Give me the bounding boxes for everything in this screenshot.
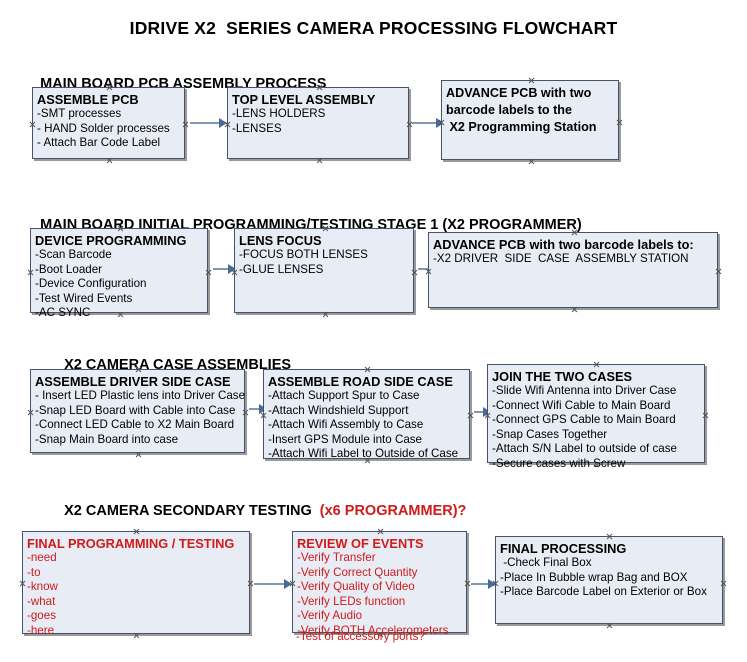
box-title: FINAL PROGRAMMING / TESTING [27, 536, 235, 551]
box-line: - HAND Solder processes [37, 121, 170, 135]
box-line: -SMT processes [37, 107, 122, 120]
box-assemble-road-side-case[interactable]: ASSEMBLE ROAD SIDE CASE -Attach Support … [263, 369, 470, 461]
box-line: -Verify Transfer [297, 551, 376, 564]
box-advance-pcb-to-programming-station[interactable]: ADVANCE PCB with two barcode labels to t… [441, 80, 619, 160]
connector-arrow-device-to-lens-focus [213, 268, 231, 270]
box-device-programming[interactable]: DEVICE PROGRAMMING -Scan Barcode -Boot L… [30, 228, 208, 319]
box-line: -Snap Main Board into case [35, 432, 179, 446]
box-assemble-driver-side-case[interactable]: ASSEMBLE DRIVER SIDE CASE - Insert LED P… [30, 369, 245, 453]
section-heading-text: X2 CAMERA SECONDARY TESTING [64, 503, 316, 519]
box-line: -Snap Cases Together [492, 427, 608, 441]
box-line: -Scan Barcode [35, 248, 112, 261]
arrowhead-icon [228, 264, 236, 274]
box-final-programming-testing[interactable]: FINAL PROGRAMMING / TESTING -need -to -k… [22, 531, 250, 637]
box-line: -Check Final Box [500, 556, 592, 569]
box-line: -goes [27, 609, 57, 623]
box-line: - Attach Bar Code Label [37, 136, 161, 150]
box-join-the-two-cases[interactable]: JOIN THE TWO CASES -Slide Wifi Antenna i… [487, 364, 705, 470]
connector-arrow-review-to-final-processing [471, 583, 491, 585]
connector-arrow-lens-focus-to-advance [418, 268, 435, 270]
box-top-level-assembly[interactable]: TOP LEVEL ASSEMBLY -LENS HOLDERS -LENSES [227, 87, 409, 159]
connection-handle-right[interactable] [715, 268, 722, 275]
connection-handle-bottom[interactable] [322, 311, 329, 318]
box-title: ASSEMBLE ROAD SIDE CASE [268, 374, 453, 389]
connection-handle-bottom[interactable] [135, 451, 142, 458]
box-line: barcode labels to the [446, 103, 572, 117]
connector-arrow-assemble-to-top-level [190, 122, 223, 124]
box-line: -here [27, 623, 55, 637]
box-lens-focus[interactable]: LENS FOCUS -FOCUS BOTH LENSES -GLUE LENS… [234, 228, 414, 313]
box-line: -Connect GPS Cable to Main Board [492, 413, 676, 427]
box-line: -Slide Wifi Antenna into Driver Case [492, 384, 677, 397]
box-assemble-pcb[interactable]: ASSEMBLE PCB -SMT processes - HAND Solde… [32, 87, 185, 159]
box-title: TOP LEVEL ASSEMBLY [232, 92, 376, 107]
arrowhead-icon [436, 118, 444, 128]
box-line: -Verify Audio [297, 609, 363, 623]
arrowhead-icon [219, 118, 227, 128]
box-line: -Connect LED Cable to X2 Main Board [35, 418, 235, 432]
arrowhead-icon [488, 579, 496, 589]
box-title: ADVANCE PCB with two barcode labels to: [433, 237, 694, 252]
page-title: IDRIVE X2 SERIES CAMERA PROCESSING FLOWC… [129, 18, 618, 38]
box-line: -Attach Wifi Assembly to Case [268, 418, 424, 432]
box-line: -LENS HOLDERS [232, 107, 326, 120]
connector-arrow-driver-to-road-side [249, 408, 265, 410]
box-line: -Place Barcode Label on Exterior or Box [500, 585, 707, 599]
box-title: REVIEW OF EVENTS [297, 536, 424, 551]
box-line: -Secure cases with Screw [492, 456, 626, 470]
box-line: -Verify Quality of Video [297, 580, 415, 594]
box-line: - Insert LED Plastic lens into Driver Ca… [35, 389, 246, 402]
connection-handle-bottom[interactable] [606, 622, 613, 629]
box-line: -Connect Wifi Cable to Main Board [492, 398, 671, 412]
box-line: -know [27, 580, 58, 594]
box-line: -Attach Support Spur to Case [268, 389, 420, 402]
connection-handle-bottom[interactable] [316, 157, 323, 164]
connector-arrow-road-side-to-join [474, 411, 489, 413]
box-line: -Insert GPS Module into Case [268, 432, 423, 446]
box-line: -Snap LED Board with Cable into Case [35, 403, 236, 417]
box-line: -X2 DRIVER SIDE CASE ASSEMBLY STATION [433, 252, 689, 265]
box-line: -Test Wired Events [35, 291, 133, 305]
connector-arrow-top-level-to-advance [412, 122, 439, 124]
arrowhead-icon [284, 579, 292, 589]
box-title: ADVANCE PCB with two [446, 86, 592, 100]
box-title: ASSEMBLE PCB [37, 92, 139, 107]
box-advance-pcb-to-driver-side-case[interactable]: ADVANCE PCB with two barcode labels to: … [428, 232, 718, 308]
box-review-of-events[interactable]: REVIEW OF EVENTS -Verify Transfer -Verif… [292, 531, 467, 637]
box-title: DEVICE PROGRAMMING [35, 233, 187, 248]
section-heading-note: (x6 PROGRAMMER)? [315, 503, 467, 519]
box-title: LENS FOCUS [239, 233, 322, 248]
box-line: -Verify BOTH Accelerometers [297, 623, 449, 637]
box-line: -Device Configuration [35, 277, 147, 291]
box-line: -LENSES [232, 121, 282, 135]
box-title: JOIN THE TWO CASES [492, 369, 633, 384]
connection-handle-bottom[interactable] [528, 158, 535, 165]
box-line: -Boot Loader [35, 262, 103, 276]
box-line: -FOCUS BOTH LENSES [239, 248, 368, 261]
box-line: -need [27, 551, 57, 564]
box-line: -AC SYNC [35, 306, 91, 320]
box-line: -Verify LEDs function [297, 594, 406, 608]
box-line: -Verify Correct Quantity [297, 565, 418, 579]
box-title: FINAL PROCESSING [500, 541, 627, 556]
section-heading-x2-camera-secondary-testing: X2 CAMERA SECONDARY TESTING (x6 PROGRAMM… [48, 487, 466, 535]
box-title: ASSEMBLE DRIVER SIDE CASE [35, 374, 231, 389]
box-line: -to [27, 565, 41, 579]
box-line: -Attach Windshield Support [268, 403, 409, 417]
box-line: -Attach Wifi Label to Outside of Case [268, 447, 459, 461]
box-line: -Attach S/N Label to outside of case [492, 442, 677, 456]
box-line: -GLUE LENSES [239, 262, 324, 276]
box-line-overflow: -Test of accessory ports? [296, 630, 425, 643]
box-final-processing[interactable]: FINAL PROCESSING -Check Final Box -Place… [495, 536, 723, 624]
connection-handle-bottom[interactable] [571, 306, 578, 313]
connector-arrow-final-programming-to-review [254, 583, 288, 585]
box-line: -what [27, 594, 56, 608]
box-line: -Place In Bubble wrap Bag and BOX [500, 570, 688, 584]
box-line: X2 Programming Station [446, 120, 597, 134]
connection-handle-bottom[interactable] [106, 157, 113, 164]
